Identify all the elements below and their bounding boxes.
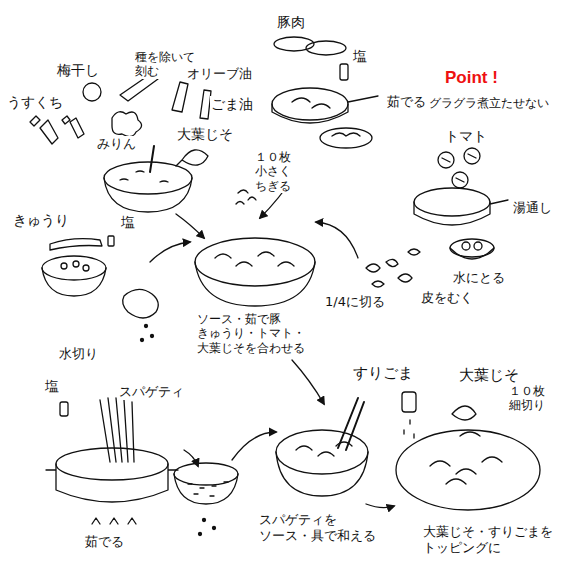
step-label: 塩: [352, 48, 368, 65]
point-note: Point !: [444, 68, 499, 88]
step-label: 1/4に切る: [324, 294, 386, 310]
step-label: 皮をむく: [420, 290, 474, 306]
step-label: ソース・茹で豚 きゅうり・トマト・ 大葉じそを合わせる: [196, 312, 330, 355]
colander: [174, 463, 238, 536]
step-label: １０枚 細切り: [508, 384, 566, 413]
pasta-pot: [46, 398, 178, 524]
step-label: すりごま: [352, 364, 414, 382]
step-label: きゅうり: [12, 212, 70, 229]
mix-bowl: [195, 238, 315, 306]
step-label: 塩: [44, 378, 60, 395]
step-label: オリーブ油: [186, 66, 253, 82]
step-label: うすくち: [6, 94, 64, 111]
pork-pan: [272, 37, 378, 148]
step-label: 湯通し: [512, 200, 553, 216]
ingredients: [30, 65, 256, 204]
step-label: スパゲティ: [118, 384, 185, 400]
step-label: 水切り: [58, 346, 99, 362]
step-label: １０枚 小さく ちぎる: [254, 150, 300, 193]
step-label: 梅干し: [56, 62, 100, 79]
step-label: 豚肉: [276, 14, 306, 31]
toss-bowl: [276, 398, 368, 496]
sauce-bowl: [104, 146, 192, 212]
step-label: 茹でる: [84, 534, 125, 550]
step-label: トマト: [444, 128, 488, 145]
step-label: 水にとる: [452, 270, 506, 286]
step-label: スパゲティを ソース・具で和える: [258, 512, 392, 543]
cucumber-bowl: [42, 236, 158, 342]
step-label: ごま油: [210, 96, 254, 113]
step-label: 茹でる: [386, 94, 427, 110]
step-label: 塩: [120, 214, 136, 231]
tomato-pot: [366, 148, 508, 287]
step-label: みりん: [96, 136, 137, 152]
step-label: 大葉じそ: [176, 126, 234, 143]
step-label: 大葉じそ・すりごまを トッピングに: [422, 524, 574, 555]
step-label: 大葉じそ: [458, 366, 520, 384]
flow-arrow: [150, 176, 394, 508]
step-label: グラグラ煮立たせない: [428, 96, 550, 110]
